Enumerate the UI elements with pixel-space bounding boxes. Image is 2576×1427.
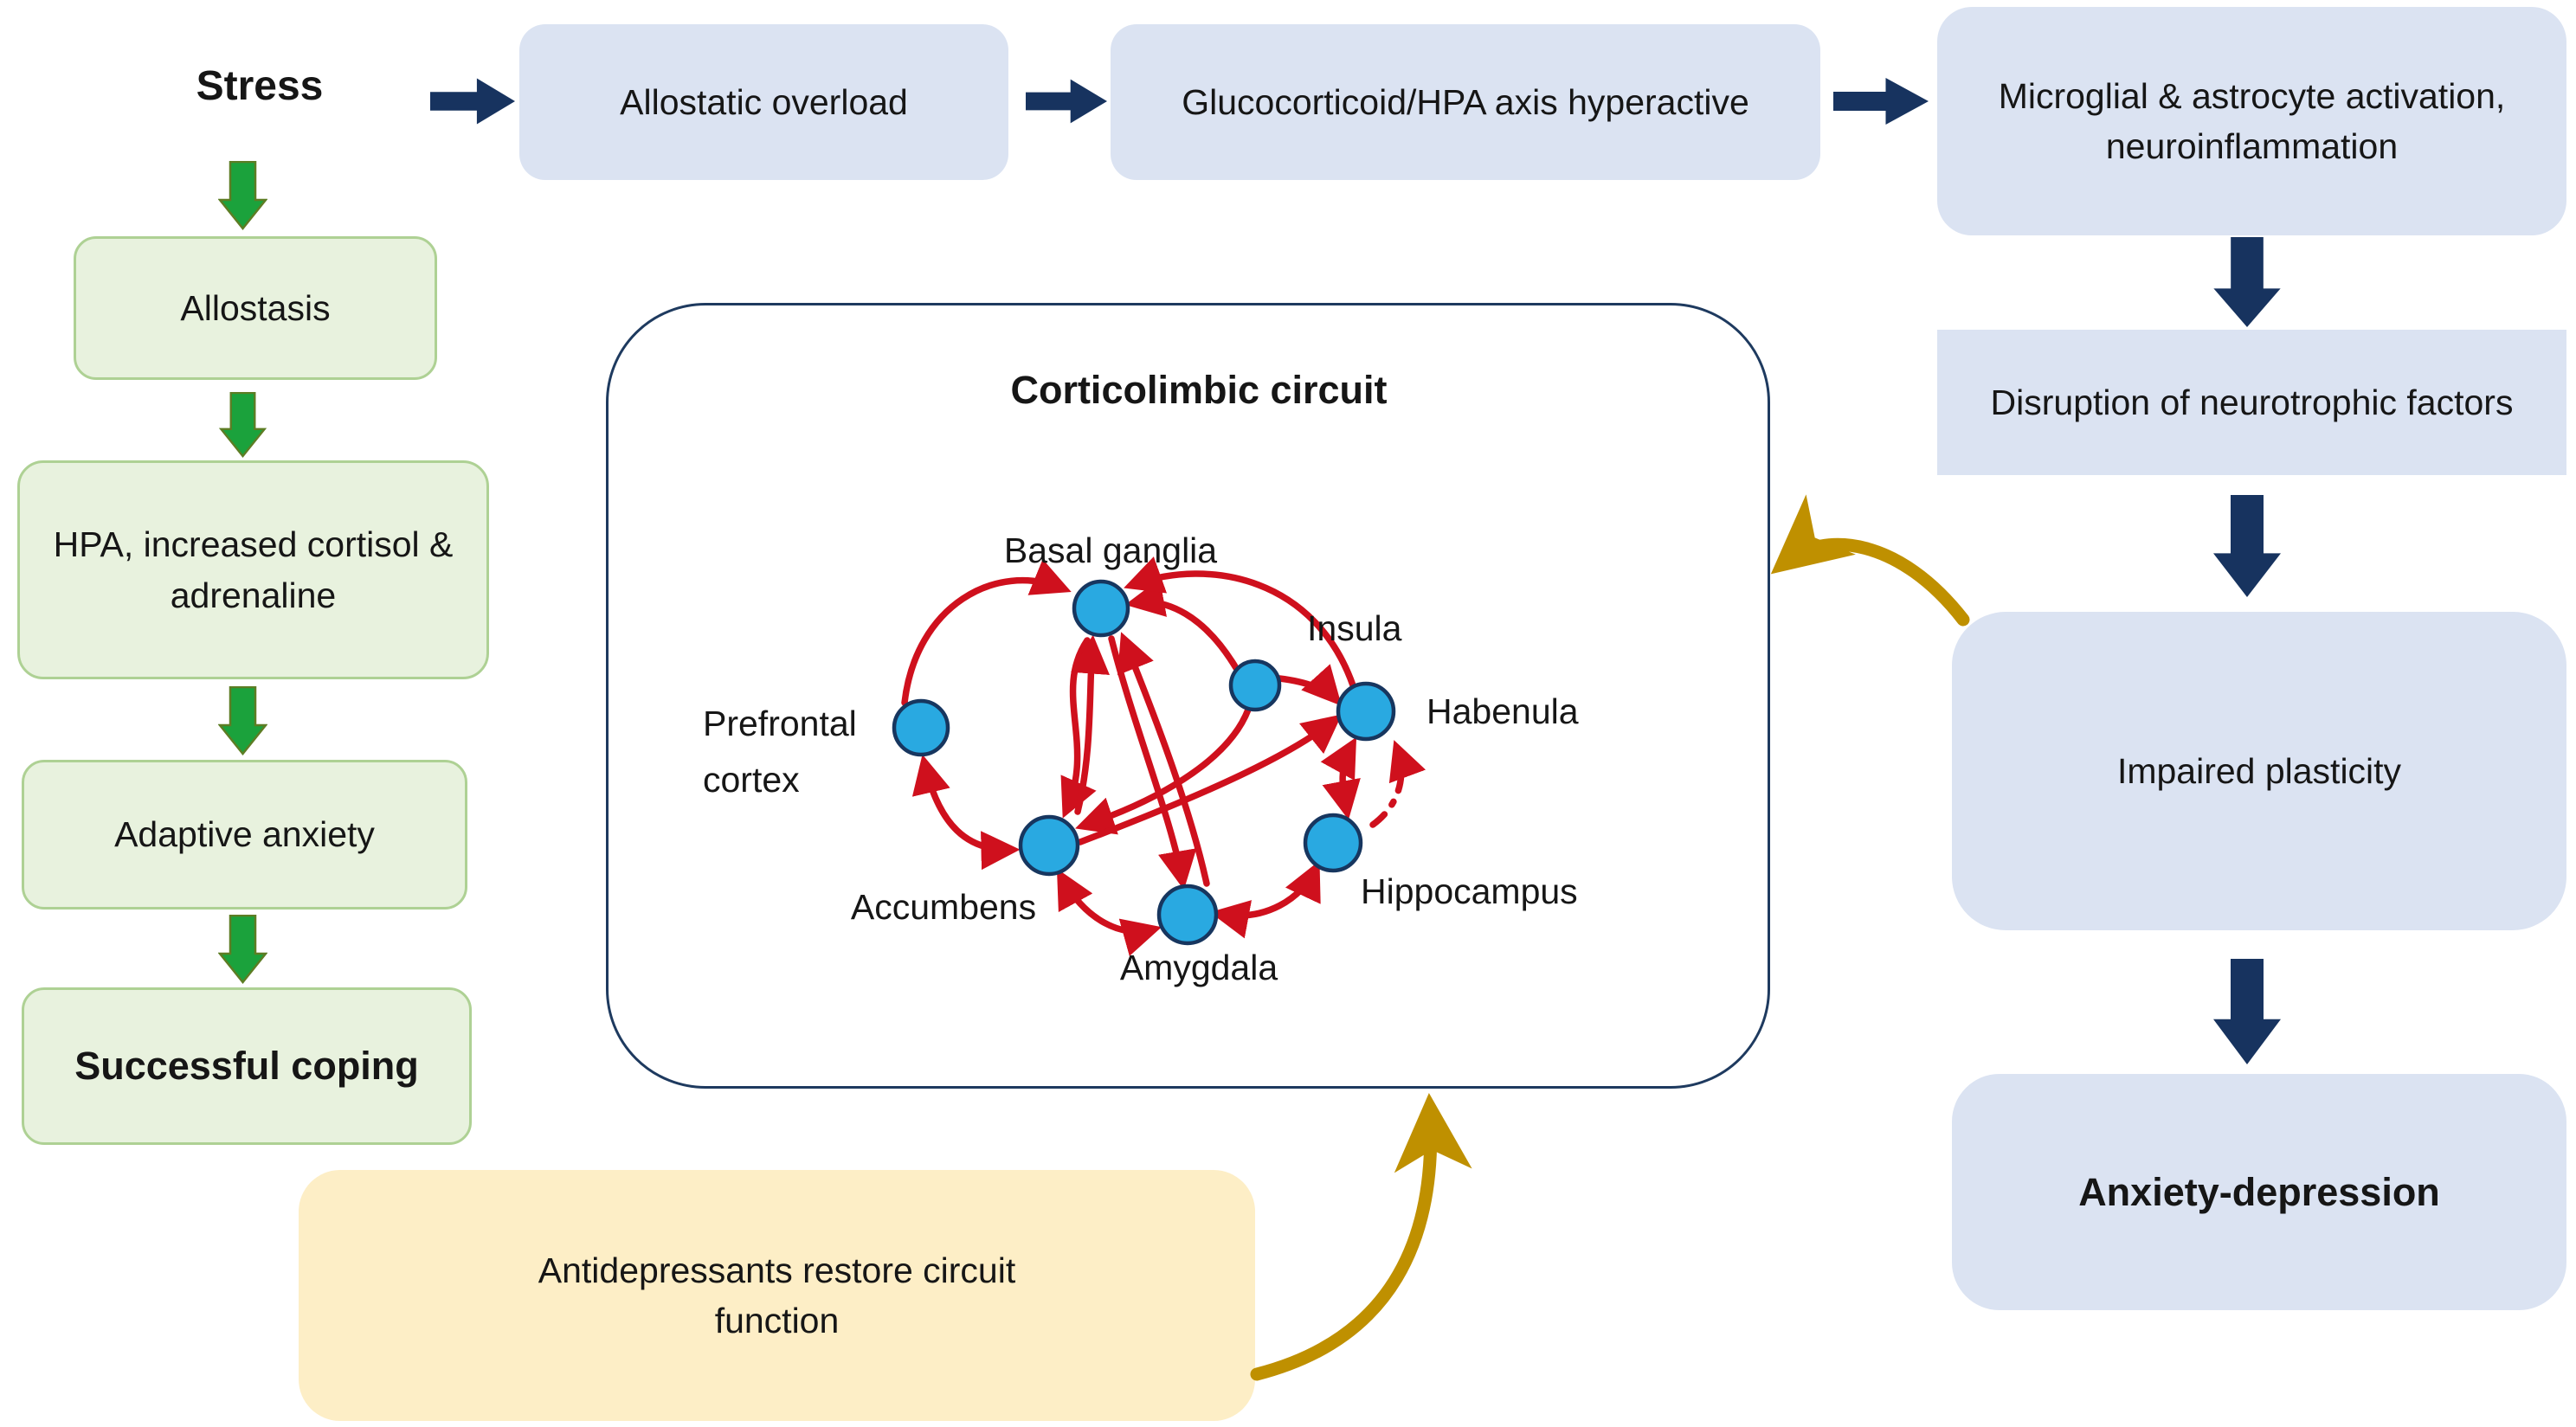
edge-accumbens-amygdala bbox=[1056, 868, 1162, 956]
habenula-node bbox=[1336, 681, 1396, 742]
accumbens-node bbox=[1018, 814, 1080, 877]
down-arrow-icon bbox=[2213, 495, 2281, 597]
down-arrow-icon bbox=[218, 161, 267, 230]
microglial-label: Microglial & astrocyte activation, neuro… bbox=[1998, 75, 2506, 166]
successful-coping-box: Successful coping bbox=[22, 987, 472, 1145]
neurotrophic-box: Disruption of neurotrophic factors bbox=[1937, 330, 2566, 475]
edge-amygdala-to-basal-ganglia bbox=[1117, 632, 1210, 887]
gold-arrow-antidepressants-to-circuit bbox=[1250, 1093, 1472, 1381]
right-arrow-icon bbox=[430, 78, 515, 125]
anxiety-depression-box: Anxiety-depression bbox=[1952, 1074, 2566, 1310]
right-arrow-icon bbox=[1026, 79, 1107, 124]
edge-habenula-hippocampus bbox=[1320, 736, 1361, 820]
allostatic-overload-label: Allostatic overload bbox=[620, 81, 908, 122]
adaptive-anxiety-label: Adaptive anxiety bbox=[114, 814, 375, 855]
anxiety-depression-label: Anxiety-depression bbox=[2078, 1169, 2440, 1214]
allostatic-overload-box: Allostatic overload bbox=[519, 24, 1008, 180]
hpa-box: HPA, increased cortisol & adrenaline bbox=[17, 460, 489, 679]
hippocampus-label: Hippocampus bbox=[1361, 871, 1578, 911]
edge-habenula-to-basal-ganglia bbox=[1124, 556, 1356, 689]
adaptive-anxiety-box: Adaptive anxiety bbox=[22, 760, 467, 910]
successful-coping-label: Successful coping bbox=[74, 1044, 419, 1089]
hpa-label: HPA, increased cortisol & adrenaline bbox=[53, 524, 454, 615]
amygdala-label: Amygdala bbox=[1120, 948, 1278, 987]
antidepressants-label: Antidepressants restore circuit function bbox=[538, 1250, 1016, 1340]
prefrontal-label-line2: cortex bbox=[703, 760, 800, 800]
down-arrow-icon bbox=[218, 392, 267, 458]
edge-accumbens-to-habenula bbox=[1077, 714, 1343, 845]
accumbens-label: Accumbens bbox=[851, 887, 1036, 927]
edge-insula-to-accumbens bbox=[1075, 706, 1252, 835]
down-arrow-icon bbox=[218, 915, 267, 984]
habenula-label: Habenula bbox=[1426, 691, 1579, 731]
down-arrow-icon bbox=[218, 686, 267, 755]
circuit-title: Corticolimbic circuit bbox=[1010, 368, 1388, 412]
microglial-box: Microglial & astrocyte activation, neuro… bbox=[1937, 7, 2566, 235]
gold-arrow-impaired-to-circuit bbox=[1770, 494, 1970, 627]
amygdala-node bbox=[1156, 884, 1219, 946]
allostasis-box: Allostasis bbox=[74, 236, 437, 380]
prefrontal-label-line1: Prefrontal bbox=[703, 704, 857, 743]
allostasis-label: Allostasis bbox=[180, 287, 331, 328]
down-arrow-icon bbox=[2213, 237, 2281, 327]
right-arrow-icon bbox=[1833, 78, 1929, 125]
neurotrophic-label: Disruption of neurotrophic factors bbox=[1990, 382, 2514, 422]
edge-prefrontal-accumbens bbox=[911, 754, 1021, 871]
edge-prefrontal-to-basal-ganglia bbox=[901, 559, 1072, 706]
insula-node bbox=[1228, 659, 1282, 712]
glucocorticoid-box: Glucocorticoid/HPA axis hyperactive bbox=[1111, 24, 1820, 180]
down-arrow-icon bbox=[2213, 959, 2281, 1064]
basal-ganglia-node bbox=[1072, 579, 1130, 638]
hippocampus-node bbox=[1303, 813, 1363, 873]
edge-insula-to-basal-ganglia bbox=[1124, 578, 1240, 672]
corticolimbic-circuit-box bbox=[606, 303, 1770, 1089]
edge-hippocampus-to-habenula-dashed bbox=[1369, 740, 1426, 828]
basal-ganglia-label: Basal ganglia bbox=[1004, 530, 1217, 570]
impaired-plasticity-box: Impaired plasticity bbox=[1952, 612, 2566, 930]
prefrontal-cortex-node bbox=[892, 698, 950, 757]
edge-amygdala-hippocampus bbox=[1209, 860, 1321, 939]
insula-label: Insula bbox=[1307, 608, 1402, 648]
edge-accumbens-to-basal-ganglia bbox=[1071, 634, 1110, 815]
stress-label: Stress bbox=[196, 63, 324, 109]
edge-insula-to-habenula bbox=[1276, 664, 1343, 706]
impaired-plasticity-label: Impaired plasticity bbox=[2116, 750, 2402, 791]
antidepressants-box: Antidepressants restore circuit function bbox=[299, 1170, 1255, 1421]
glucocorticoid-label: Glucocorticoid/HPA axis hyperactive bbox=[1182, 81, 1749, 122]
